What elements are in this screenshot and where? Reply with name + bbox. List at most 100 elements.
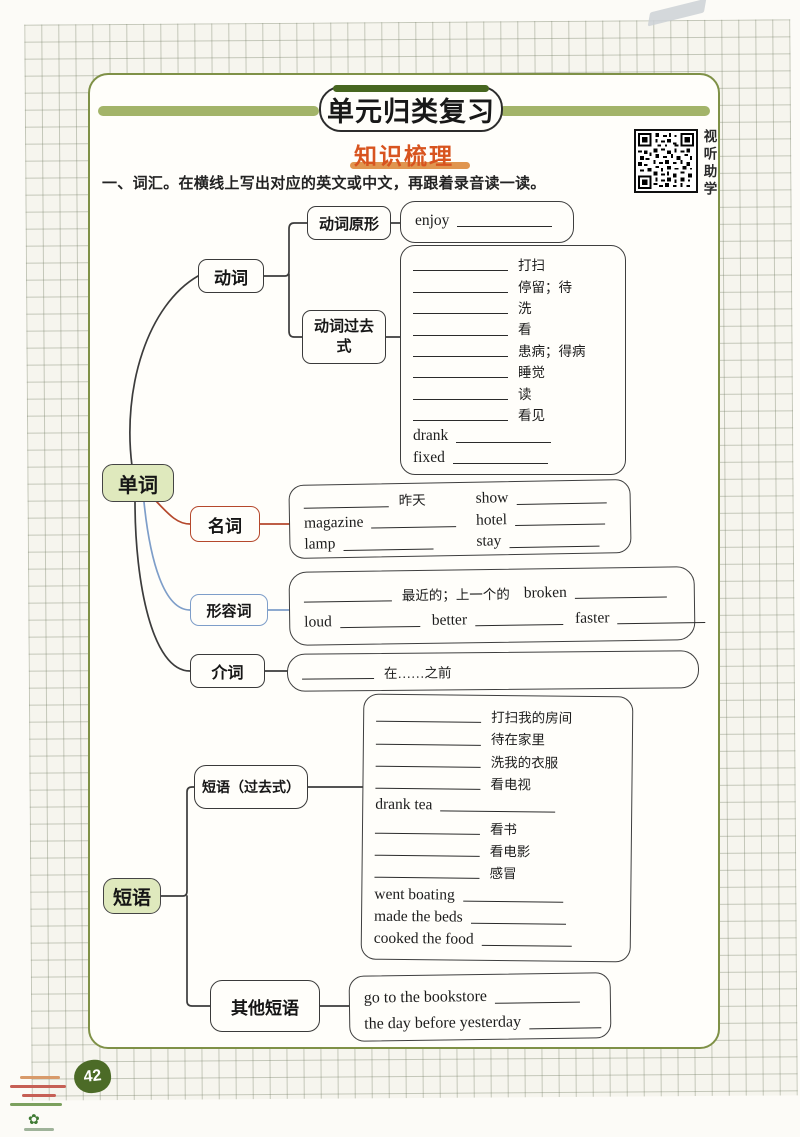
word-en: lamp (304, 535, 336, 554)
title-banner-right (499, 106, 710, 116)
fillin-row: show (475, 485, 615, 509)
word-en: enjoy (415, 212, 450, 229)
fillin-row: the day before yesterday (364, 1006, 602, 1035)
fillin-row: hotel (476, 507, 616, 531)
fillin-row: 在……之前 (302, 658, 684, 683)
qr-code (634, 129, 698, 193)
hint-zh: 患病；得病 (518, 343, 586, 359)
answer-blank (574, 596, 667, 599)
hint-zh: 看书 (489, 821, 518, 837)
fillin-row: 看电影 (374, 838, 619, 863)
answer-blank (303, 600, 392, 603)
qr-code-pattern (638, 133, 694, 189)
phrase-other-box: go to the bookstore the day before yeste… (348, 972, 612, 1042)
qr-label: 视听助学 (701, 129, 717, 199)
fillin-row: drank tea (375, 793, 619, 818)
answer-blank (475, 624, 564, 627)
answer-blank (413, 398, 508, 400)
preposition-box: 在……之前 (286, 650, 700, 692)
node-phrase-other: 其他短语 (210, 980, 320, 1032)
hint-zh: 睡觉 (518, 365, 545, 381)
hint-zh: 读 (518, 386, 532, 402)
answer-blank (413, 355, 508, 357)
publisher-logo-icon: ✿ (28, 1111, 40, 1127)
word-en: the day before yesterday (364, 1013, 522, 1033)
fillin-row: cooked the food (374, 927, 618, 952)
fillin-row: lamp (304, 531, 476, 555)
answer-blank (515, 523, 606, 527)
answer-blank (374, 854, 480, 857)
word-en: hotel (475, 511, 508, 529)
fillin-row: enjoy (415, 211, 559, 231)
word-en: faster (574, 609, 610, 627)
verb-base-box: enjoy (400, 201, 574, 243)
word-en: show (475, 489, 509, 508)
node-phrases-root: 短语 (103, 878, 161, 914)
answer-blank (440, 810, 556, 814)
fillin-row: 停留；待 (413, 275, 613, 296)
noun-column-left: 昨天 magazine lamp (303, 488, 476, 555)
answer-blank (516, 501, 607, 505)
answer-blank (413, 334, 508, 336)
word-en: better (431, 611, 468, 629)
fillin-row: 看 (413, 318, 613, 339)
printer-mark-line (22, 1094, 56, 1097)
answer-blank (470, 922, 566, 925)
fillin-row: 打扫我的房间 (376, 704, 620, 729)
answer-blank (375, 787, 481, 791)
phrase-past-box: 打扫我的房间 待在家里 洗我的衣服 看电视 drank tea 看书 看电影 感… (360, 693, 634, 963)
fillin-row: stay (476, 528, 616, 552)
mindmap-connectors (129, 222, 401, 1007)
answer-blank (462, 900, 563, 903)
word-en: cooked the food (373, 929, 474, 948)
fillin-row: 看见 (413, 404, 613, 425)
adjective-box: 最近的；上一个的 broken loud better faster (288, 566, 706, 646)
word-en: broken (523, 583, 567, 602)
hint-zh: 昨天 (398, 492, 426, 509)
hint-zh: 停留；待 (518, 279, 572, 295)
printer-mark-line (20, 1076, 60, 1079)
answer-blank (302, 678, 375, 680)
section-heading-underline (350, 162, 470, 169)
fillin-row: fixed (413, 447, 613, 468)
answer-blank (374, 877, 480, 880)
fillin-row: drank (413, 425, 613, 446)
fillin-row: made the beds (374, 904, 618, 929)
hint-zh: 看电视 (490, 776, 532, 793)
word-en: made the beds (373, 907, 463, 926)
answer-blank (457, 226, 553, 228)
word-en: drank tea (375, 796, 433, 814)
answer-blank (529, 1027, 602, 1030)
printer-mark-line (10, 1103, 62, 1106)
title-banner-left (98, 106, 319, 116)
word-en: go to the bookstore (363, 988, 488, 1007)
node-noun: 名词 (190, 506, 260, 542)
fillin-row: 洗我的衣服 (375, 748, 620, 773)
fillin-row: magazine (304, 509, 476, 533)
node-adjective: 形容词 (190, 594, 268, 626)
fillin-row: 患病；得病 (413, 340, 613, 361)
fillin-row: 看书 (374, 815, 619, 840)
hint-zh: 在……之前 (383, 665, 452, 681)
answer-blank (413, 270, 508, 272)
fillin-row: loud better faster (304, 601, 706, 632)
fillin-row: 感冒 (374, 860, 618, 885)
node-verb-past: 动词过去式 (302, 310, 386, 364)
word-en: drank (413, 427, 449, 445)
word-en: loud (304, 613, 332, 631)
answer-blank (303, 505, 389, 509)
fillin-row: go to the bookstore (364, 980, 596, 1009)
hint-zh: 最近的；上一个的 (401, 586, 510, 604)
word-en: went boating (374, 885, 455, 904)
answer-blank (495, 1001, 581, 1004)
noun-columns: 昨天 magazine lamp show hotel stay (303, 485, 616, 555)
answer-blank (456, 441, 552, 443)
printer-mark-line (10, 1085, 66, 1088)
fillin-row: 看电视 (375, 771, 619, 796)
answer-blank (339, 626, 420, 629)
section-heading: 知识梳理 (354, 143, 454, 169)
answer-blank (343, 547, 434, 551)
answer-blank (374, 832, 480, 835)
answer-blank (375, 765, 481, 768)
